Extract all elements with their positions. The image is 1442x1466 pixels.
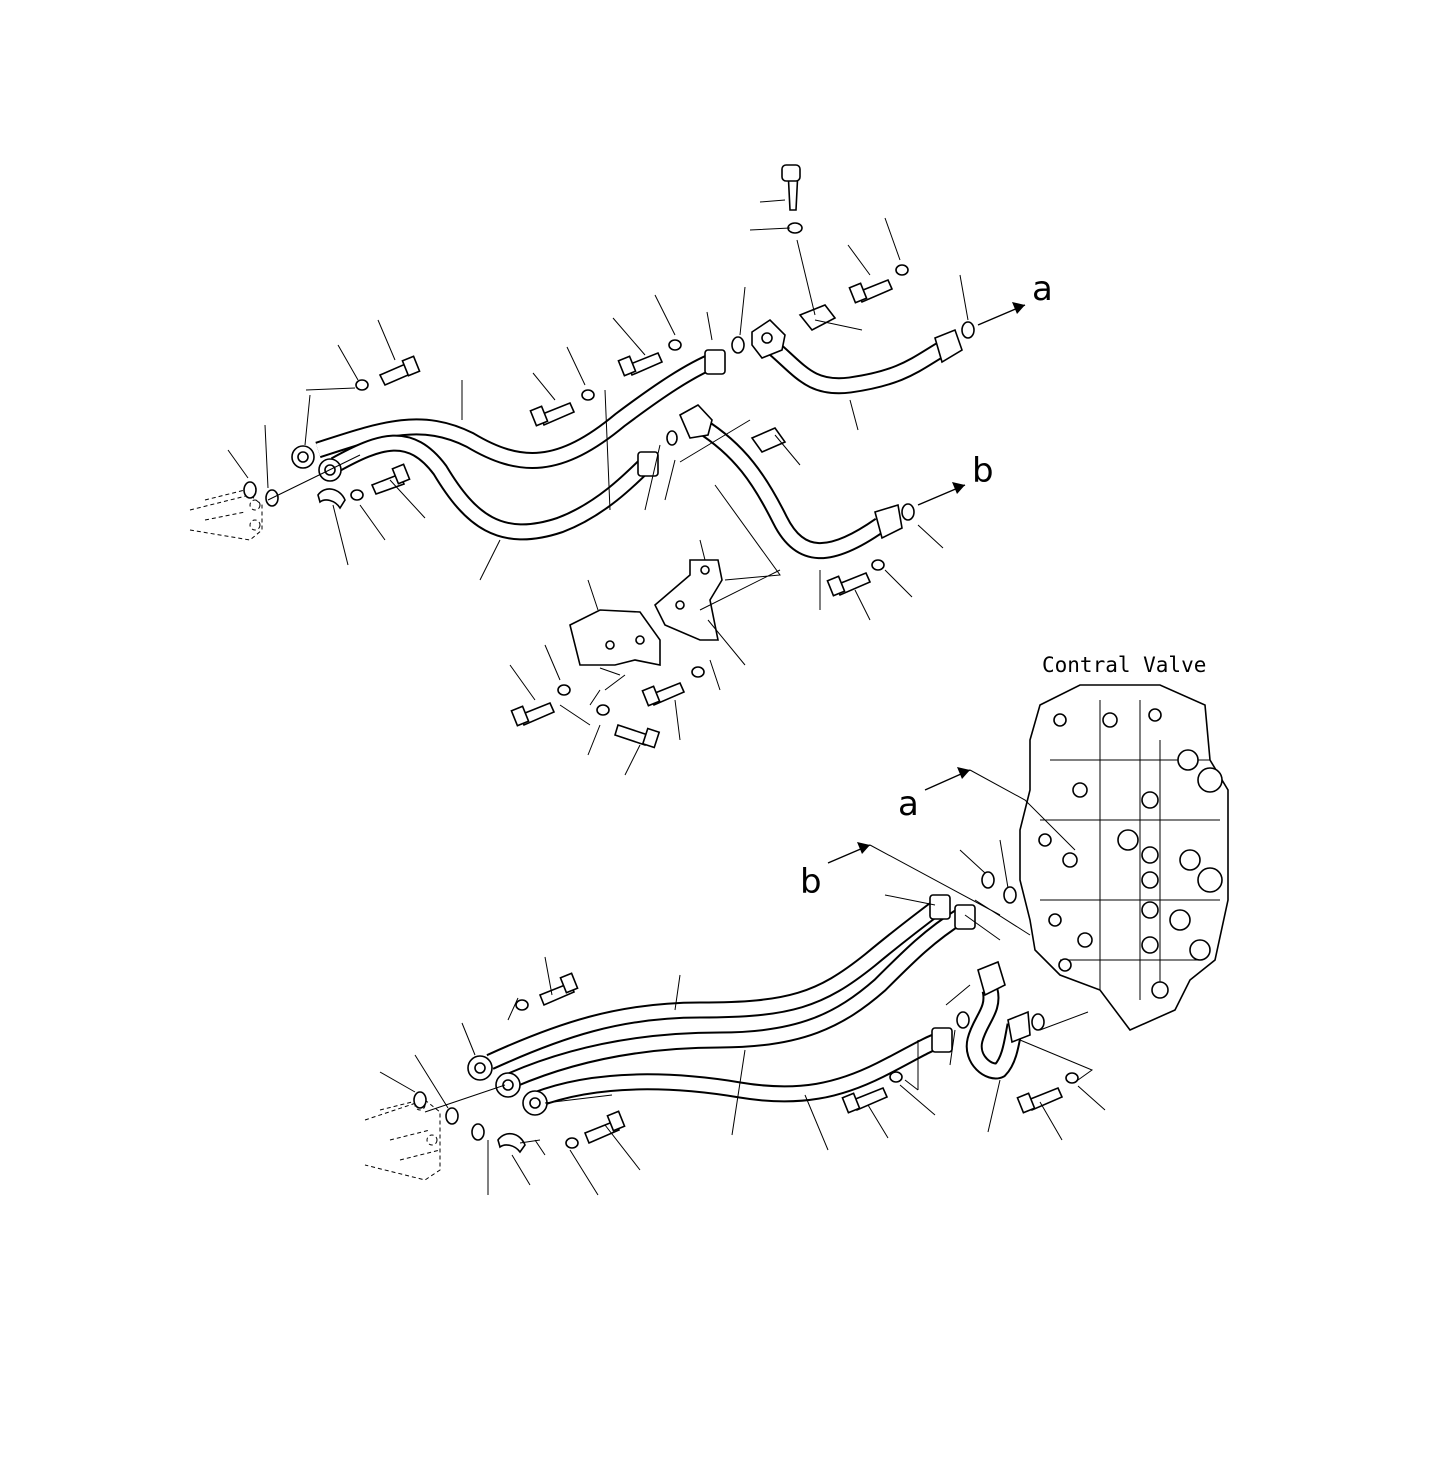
bracket-right — [654, 559, 723, 641]
arrow-label-b-top: b — [972, 451, 994, 491]
o-ring — [471, 1123, 485, 1141]
hose-upper-1 — [315, 352, 719, 469]
washer — [787, 222, 803, 234]
hose-lower-2 — [508, 907, 967, 1088]
pump-flange-lower — [364, 1099, 441, 1181]
washer — [895, 264, 909, 276]
flange-upper-1 — [291, 445, 315, 469]
bolt — [538, 972, 579, 1007]
bolt — [781, 164, 801, 211]
o-ring — [445, 1107, 459, 1125]
bolt — [529, 401, 576, 427]
o-ring — [666, 430, 678, 446]
arrow-label-b-bottom: b — [800, 862, 822, 902]
leader-lines-lower — [379, 839, 1106, 1196]
bolt — [1016, 1086, 1064, 1114]
tube-a — [751, 318, 963, 395]
hose-lower-1 — [486, 898, 946, 1070]
bolt — [583, 1110, 626, 1145]
washer — [355, 379, 369, 391]
washer — [691, 666, 705, 678]
washer — [350, 489, 364, 501]
washer — [581, 389, 595, 401]
o-ring — [731, 336, 745, 354]
washer — [557, 684, 571, 696]
flange-lower-1 — [467, 1055, 493, 1081]
control-valve: Contral Valve — [1019, 653, 1229, 1031]
flange-lower-2 — [495, 1072, 521, 1098]
arrow-a-bottom — [924, 767, 1076, 851]
split-flange-half — [317, 488, 346, 510]
leader-lines-upper — [227, 199, 969, 776]
arrow-label-a-bottom: a — [898, 784, 919, 824]
clamp — [798, 304, 837, 332]
o-ring — [1003, 886, 1017, 904]
flange-lower-3 — [522, 1090, 548, 1116]
o-ring — [981, 871, 995, 889]
o-ring — [901, 503, 915, 521]
upper-assembly: a b — [189, 164, 1053, 776]
washer — [1065, 1072, 1079, 1084]
washer — [596, 704, 610, 716]
o-ring — [1031, 1013, 1045, 1031]
arrow-b-bottom — [827, 842, 871, 864]
split-flange-half — [497, 1132, 526, 1154]
washer — [889, 1071, 903, 1083]
hose-end-fitting — [931, 1027, 953, 1053]
bracket-left — [569, 609, 661, 666]
o-ring — [961, 321, 975, 339]
bolt — [614, 723, 661, 749]
washer — [515, 999, 529, 1011]
washer — [668, 339, 682, 351]
control-valve-label: Contral Valve — [1042, 653, 1206, 677]
washer — [871, 559, 885, 571]
bolt — [378, 355, 421, 387]
washer — [565, 1137, 579, 1149]
bolt — [370, 463, 411, 496]
bolt — [641, 681, 686, 707]
bolt — [848, 278, 894, 304]
hose-end-fitting — [929, 894, 951, 920]
o-ring — [243, 481, 257, 499]
hose-upper-2 — [330, 434, 657, 541]
pump-flange-upper — [189, 489, 263, 541]
tube-lower-bent — [965, 960, 1031, 1080]
o-ring — [413, 1091, 427, 1109]
o-ring — [956, 1011, 970, 1029]
bolt — [510, 701, 556, 727]
arrow-b-top — [917, 482, 966, 506]
lower-assembly: a b — [364, 767, 1106, 1196]
bolt — [841, 1086, 889, 1114]
arrow-a-top — [977, 302, 1026, 326]
hose-end-fitting — [954, 904, 976, 930]
clamp — [750, 427, 787, 453]
tube-b — [678, 403, 903, 560]
arrow-label-a-top: a — [1032, 269, 1053, 309]
hose-lower-3 — [531, 1031, 943, 1108]
bolt — [826, 571, 872, 597]
hose-end-fitting — [704, 349, 726, 375]
hose-end-fitting — [637, 451, 659, 477]
bolt — [617, 351, 664, 377]
